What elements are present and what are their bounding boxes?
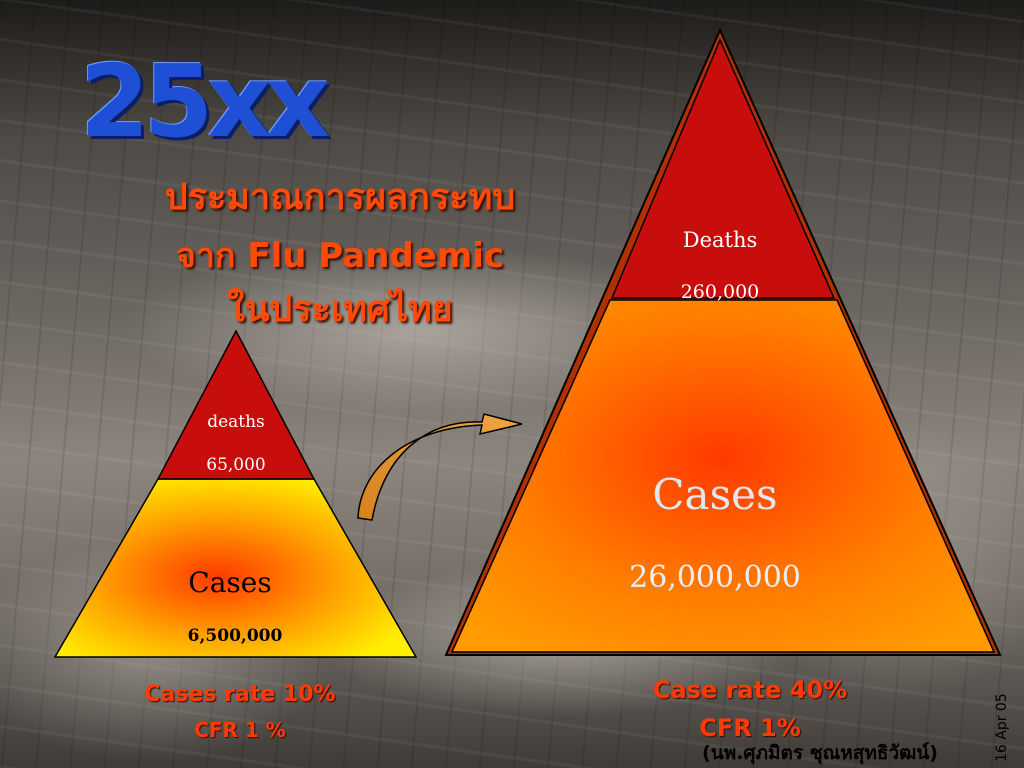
small-deaths-label: deaths [207, 412, 265, 432]
big-cfr: CFR 1% [699, 714, 801, 742]
big-case-rate: Case rate 40% [652, 676, 848, 704]
big-deaths-label: Deaths [682, 228, 758, 252]
small-cases-label: Cases [188, 566, 272, 599]
author-credit: (นพ.ศุภมิตร ชุณหสุทธิวัฒน์) [702, 742, 938, 764]
big-pyramid-cases-region [450, 299, 996, 653]
date-stamp: 16 Apr 05 [994, 693, 1010, 762]
small-cfr: CFR 1 % [194, 718, 286, 742]
big-cases-label: Cases [652, 470, 778, 519]
curved-arrow [357, 413, 523, 521]
title-year: 25xx [80, 43, 330, 160]
big-pyramid-deaths-region [610, 38, 836, 299]
small-case-rate: Cases rate 10% [144, 682, 336, 707]
subtitle-line-3: ในประเทศไทย [227, 289, 453, 330]
big-cases-value: 26,000,000 [629, 560, 801, 595]
subtitle-line-1: ประมาณการผลกระทบ [164, 177, 516, 218]
small-deaths-value: 65,000 [206, 455, 266, 475]
small-pyramid-deaths-region [156, 329, 316, 480]
subtitle-line-2: จาก Flu Pandemic [175, 236, 505, 276]
small-cases-value: 6,500,000 [187, 626, 283, 646]
big-deaths-value: 260,000 [680, 281, 760, 303]
